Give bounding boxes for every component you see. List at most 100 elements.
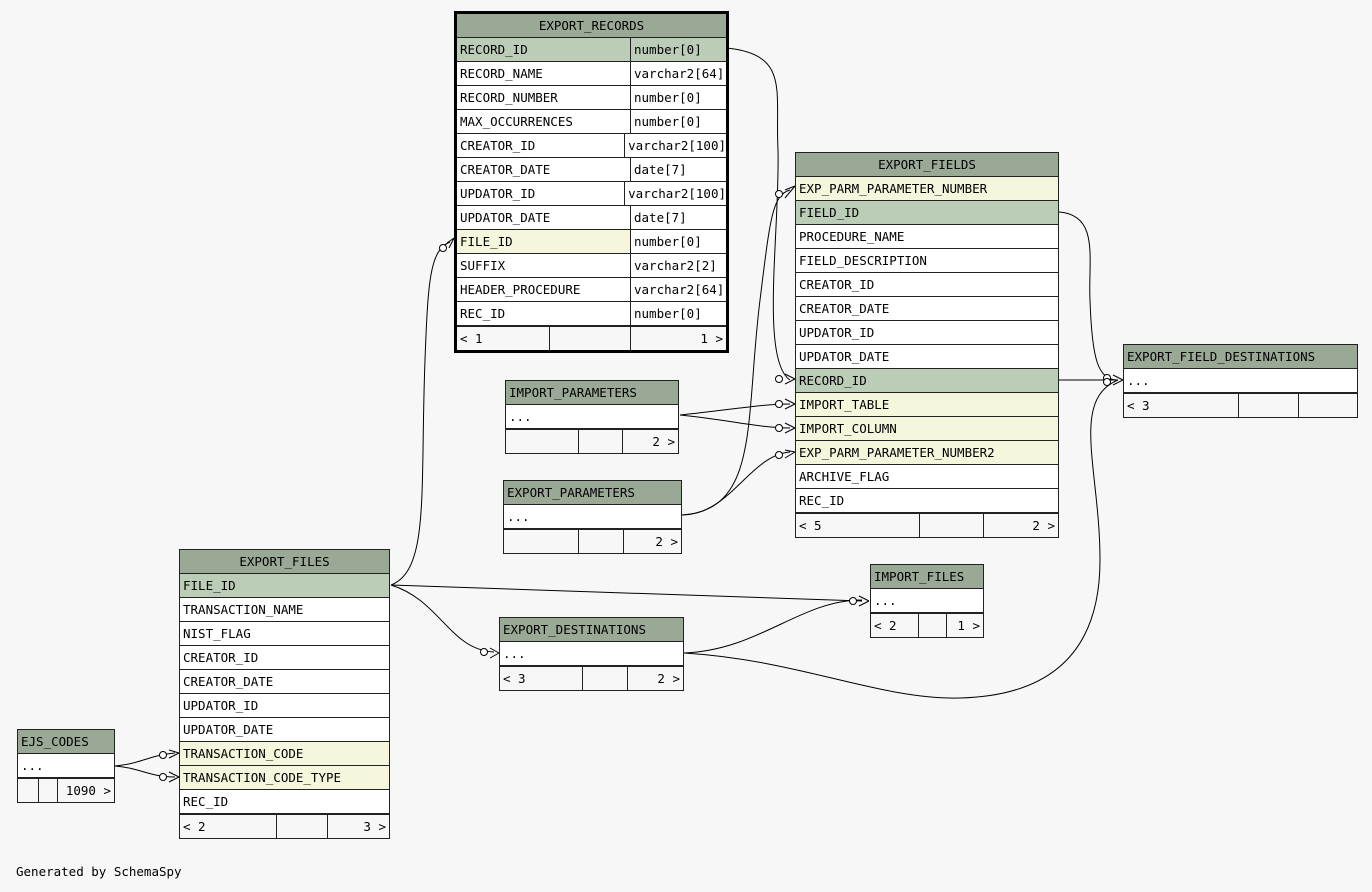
table-row[interactable]: FILE_ID — [180, 574, 389, 598]
rel-exportparams-fields2 — [681, 451, 791, 516]
column-name: RECORD_NAME — [460, 66, 543, 81]
table-row[interactable]: ... — [1124, 369, 1357, 393]
table-ejs-codes[interactable]: EJS_CODES ... 1090 > — [17, 729, 115, 803]
table-row[interactable]: CREATOR_ID — [796, 273, 1058, 297]
table-row[interactable]: ARCHIVE_FLAG — [796, 465, 1058, 489]
column-name: MAX_OCCURRENCES — [460, 114, 573, 129]
crowfoot — [784, 449, 796, 459]
table-row[interactable]: EXP_PARM_PARAMETER_NUMBER — [796, 177, 1058, 201]
children-count[interactable]: 1 > — [630, 327, 726, 350]
table-row[interactable]: IMPORT_TABLE — [796, 393, 1058, 417]
children-count[interactable]: 3 > — [327, 815, 389, 838]
table-title: EXPORT_RECORDS — [457, 14, 726, 38]
table-row[interactable]: CREATOR_DATE — [180, 670, 389, 694]
table-export-parameters[interactable]: EXPORT_PARAMETERS ... 2 > — [503, 480, 682, 554]
column-name: CREATOR_ID — [799, 277, 875, 292]
column-name: FIELD_DESCRIPTION — [799, 253, 927, 268]
rel-end-circle — [775, 451, 783, 459]
table-footer: < 2 3 > — [180, 814, 389, 838]
children-count[interactable]: 2 > — [623, 530, 681, 553]
children-count[interactable]: 1 > — [946, 614, 983, 637]
footer-spacer — [578, 530, 623, 553]
table-row[interactable]: TRANSACTION_CODE — [180, 742, 389, 766]
table-row[interactable]: EXP_PARM_PARAMETER_NUMBER2 — [796, 441, 1058, 465]
column-type: date[7] — [630, 158, 726, 181]
parents-count[interactable] — [18, 779, 38, 802]
parents-count[interactable] — [504, 530, 578, 553]
parents-count[interactable]: < 2 — [183, 819, 206, 834]
table-export-destinations[interactable]: EXPORT_DESTINATIONS ... < 3 2 > — [499, 617, 684, 691]
children-count[interactable] — [1298, 394, 1357, 417]
rel-destinations-importfiles — [683, 599, 863, 654]
table-row[interactable]: CREATOR_DATE — [796, 297, 1058, 321]
table-row[interactable]: UPDATOR_DATE — [180, 718, 389, 742]
children-count[interactable]: 1090 > — [57, 779, 114, 802]
table-row[interactable]: IMPORT_COLUMN — [796, 417, 1058, 441]
table-row[interactable]: ... — [506, 405, 678, 429]
table-title: EXPORT_DESTINATIONS — [500, 618, 683, 642]
table-row[interactable]: ... — [871, 589, 983, 613]
columns-collapsed: ... — [874, 593, 897, 608]
column-name: UPDATOR_DATE — [460, 210, 551, 225]
table-row[interactable]: RECORD_ID — [796, 369, 1058, 393]
column-name: FIELD_ID — [799, 205, 860, 220]
crowfoot — [784, 422, 796, 434]
table-row[interactable]: TRANSACTION_CODE_TYPE — [180, 766, 389, 790]
table-import-files[interactable]: IMPORT_FILES ... < 2 1 > — [870, 564, 984, 638]
column-name: CREATOR_ID — [183, 650, 259, 665]
table-row[interactable]: TRANSACTION_NAME — [180, 598, 389, 622]
column-name: CREATOR_DATE — [183, 674, 274, 689]
table-export-files[interactable]: EXPORT_FILES FILE_ID TRANSACTION_NAME NI… — [179, 549, 390, 839]
columns-collapsed: ... — [507, 509, 530, 524]
table-title: EXPORT_FILES — [180, 550, 389, 574]
column-name: NIST_FLAG — [183, 626, 251, 641]
parents-count[interactable]: < 1 — [460, 331, 483, 346]
crowfoot — [784, 185, 796, 199]
table-row[interactable]: ... — [18, 754, 114, 778]
table-row[interactable]: UPDATOR_ID — [796, 321, 1058, 345]
table-row[interactable]: UPDATOR_ID — [180, 694, 389, 718]
table-export-fields[interactable]: EXPORT_FIELDS EXP_PARM_PARAMETER_NUMBER … — [795, 152, 1059, 538]
table-title: IMPORT_PARAMETERS — [506, 381, 678, 405]
parents-count[interactable]: < 3 — [503, 671, 526, 686]
parents-count[interactable]: < 3 — [1127, 398, 1150, 413]
table-export-field-destinations[interactable]: EXPORT_FIELD_DESTINATIONS ... < 3 — [1123, 344, 1358, 418]
table-row[interactable]: FIELD_ID — [796, 201, 1058, 225]
table-row[interactable]: CREATOR_ID — [180, 646, 389, 670]
rel-end-circle — [775, 400, 783, 408]
parents-count[interactable] — [506, 430, 578, 453]
table-row[interactable]: REC_ID — [180, 790, 389, 814]
table-row[interactable]: ... — [504, 505, 681, 529]
table-row[interactable]: REC_ID — [796, 489, 1058, 513]
table-row[interactable]: PROCEDURE_NAME — [796, 225, 1058, 249]
rel-end-circle — [439, 244, 447, 252]
table-row[interactable]: NIST_FLAG — [180, 622, 389, 646]
table-row[interactable]: FIELD_DESCRIPTION — [796, 249, 1058, 273]
children-count[interactable]: 2 > — [627, 667, 683, 690]
table-row[interactable]: ... — [500, 642, 683, 666]
column-name: UPDATOR_DATE — [799, 349, 890, 364]
table-import-parameters[interactable]: IMPORT_PARAMETERS ... 2 > — [505, 380, 679, 454]
children-count[interactable]: 2 > — [622, 430, 678, 453]
rel-fields-destinations — [1058, 211, 1119, 381]
children-count[interactable]: 2 > — [983, 514, 1058, 537]
table-row[interactable]: UPDATOR_DATE — [796, 345, 1058, 369]
parents-count[interactable]: < 5 — [799, 518, 822, 533]
crowfoot — [446, 237, 455, 249]
crowfoot — [168, 771, 180, 783]
parents-count[interactable]: < 2 — [874, 618, 897, 633]
